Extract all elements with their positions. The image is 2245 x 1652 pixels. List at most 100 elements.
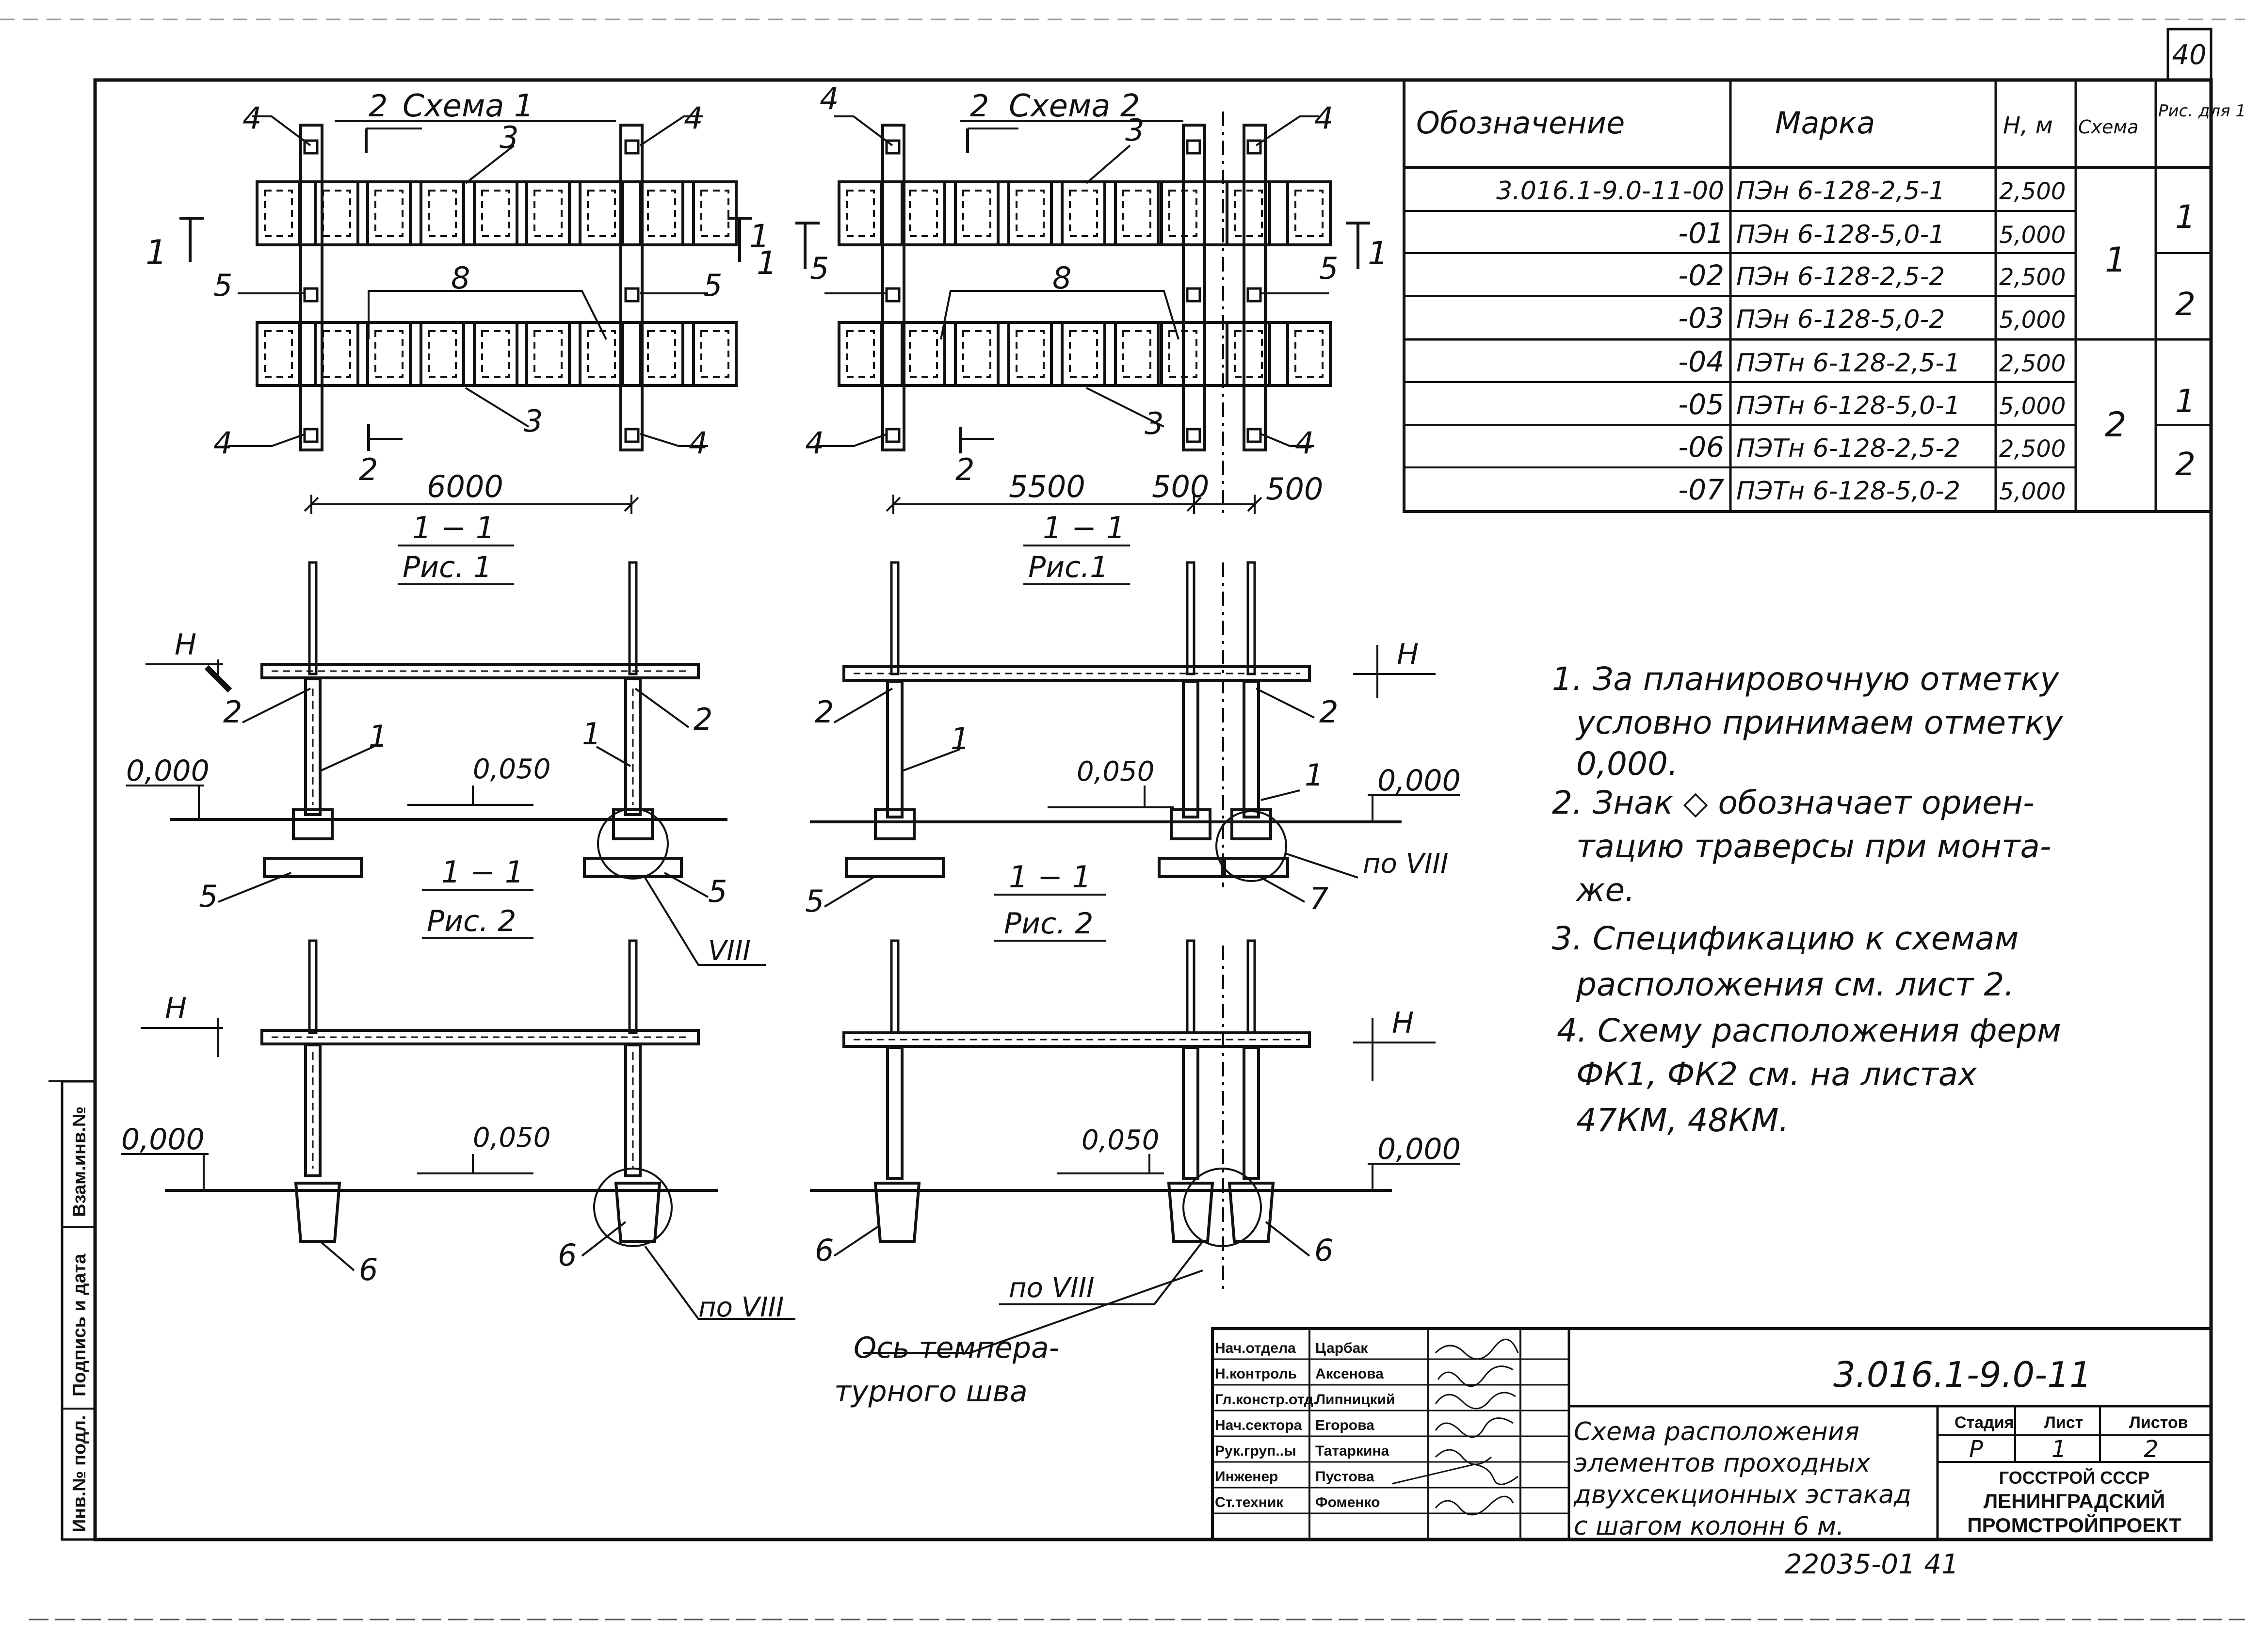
cut-1-left-a: 1 <box>145 233 167 273</box>
callout-2-d: 2 <box>1319 694 1338 730</box>
sheets-value: 2 <box>2144 1436 2159 1463</box>
stage-value: Р <box>1969 1436 1983 1463</box>
fig-group: 2 <box>2175 286 2196 323</box>
row-mark: ПЭн 6-128-5,0-2 <box>1736 305 1945 334</box>
section-right-fig2: H 2 2 1 1 0,050 0,000 5 7 по VIII 1 − 1 … <box>805 561 1461 942</box>
note-line-10: ФК1, ФК2 см. на листах <box>1576 1056 1977 1093</box>
scheme-2-section-a-fig: Рис.1 <box>1028 550 1108 584</box>
scheme-2-span-3: 500 <box>1266 471 1323 507</box>
stamp-inv-podl: Инв.№ подл. <box>69 1415 90 1532</box>
cut-2-bottom-right: 2 <box>955 452 974 487</box>
callout-8-a: 8 <box>451 260 470 296</box>
doc-code: 3.016.1-9.0-11 <box>1833 1354 2092 1395</box>
note-line-11: 47КМ, 48КМ. <box>1576 1102 1789 1139</box>
callout-4-f: 4 <box>1314 100 1333 136</box>
detail-viii-a: VIII <box>708 935 751 967</box>
scheme-1-plan: Схема 1 4 <box>145 88 770 585</box>
fig-group: 1 <box>2175 198 2196 236</box>
level-mark-1: 0,050 <box>473 754 550 785</box>
callout-5-c: 5 <box>810 251 829 286</box>
callout-4-g: 4 <box>805 425 824 461</box>
note-line-8: расположения см. лист 2. <box>1576 966 2015 1003</box>
side-stamp: Инв.№ подл. Подпись и дата Взам.инв.№ <box>48 1080 97 1541</box>
callout-3-b: 3 <box>524 403 543 439</box>
cut-2-bottom-left: 2 <box>359 452 378 487</box>
scheme-2-plan: Схема 2 <box>757 81 1388 585</box>
callout-3-c: 3 <box>1125 112 1144 148</box>
sheet-header: Лист <box>2044 1413 2083 1432</box>
row-h: 5,000 <box>1999 393 2066 420</box>
axis-label-line2: турного шва <box>834 1375 1028 1409</box>
cut-1-right-a: 1 <box>757 244 777 282</box>
scheme-1-section-a-fig: Рис. 1 <box>403 550 492 584</box>
role-title: Н.контроль <box>1215 1366 1297 1382</box>
row-mark: ПЭн 6-128-2,5-1 <box>1736 176 1945 206</box>
row-code: -07 <box>1678 473 1724 506</box>
row-mark: ПЭн 6-128-5,0-1 <box>1736 220 1945 249</box>
col-header-code: Обозначение <box>1416 105 1625 141</box>
stamp-podpis: Подпись и дата <box>69 1253 90 1396</box>
level-h-4: H <box>1392 1006 1414 1040</box>
bottom-number: 22035-01 41 <box>1785 1549 1959 1580</box>
role-person: Липницкий <box>1315 1392 1395 1408</box>
row-code: -01 <box>1678 217 1724 250</box>
scheme-group: 2 <box>2105 405 2127 445</box>
sheet-value: 1 <box>2051 1436 2067 1463</box>
org-line-2: ЛЕНИНГРАДСКИЙ <box>1984 1489 2165 1512</box>
section-left-fig2: H 2 2 1 1 0,000 0,050 5 5 1 − 1 Рис. 2 V… <box>126 561 766 967</box>
fig-group: 2 <box>2175 446 2196 483</box>
scheme-1-title: Схема 1 <box>403 88 534 124</box>
callout-4-b: 4 <box>684 100 703 136</box>
level-zero-2: 0,000 <box>1377 764 1461 798</box>
callout-3-a: 3 <box>500 120 518 155</box>
title-line-2: элементов проходных <box>1574 1449 1871 1478</box>
callout-2-c: 2 <box>815 694 834 730</box>
role-title: Рук.груп..ы <box>1215 1443 1296 1459</box>
callout-7: 7 <box>1309 881 1328 916</box>
level-h-1: H <box>175 628 196 662</box>
note-line-7: 3. Спецификацию к схемам <box>1552 920 2019 957</box>
level-zero-1: 0,000 <box>126 754 210 788</box>
scheme-2-title: Схема 2 <box>1009 88 1140 124</box>
callout-5-d: 5 <box>1319 251 1338 286</box>
callout-4-h: 4 <box>1295 425 1314 461</box>
row-h: 5,000 <box>1999 222 2066 249</box>
note-line-2: условно принимаем отметку <box>1576 704 2063 741</box>
callout-6-c: 6 <box>815 1233 834 1268</box>
col-header-fig: Рис. для 1-1 <box>2158 101 2245 121</box>
callout-5-f: 5 <box>708 874 727 909</box>
callout-6-a: 6 <box>359 1252 378 1287</box>
note-line-6: же. <box>1576 871 1635 909</box>
row-h: 5,000 <box>1999 478 2066 505</box>
scheme-2-span-2: 500 <box>1152 469 1209 504</box>
callout-3-d: 3 <box>1145 406 1163 441</box>
callout-1-d: 1 <box>1305 757 1324 793</box>
title-line-3: двухсекционных эстакад <box>1573 1480 1911 1509</box>
scheme-1-section-a: 1 − 1 <box>412 510 495 545</box>
role-person: Татаркина <box>1315 1443 1389 1459</box>
note-line-5: тацию траверсы при монта- <box>1576 828 2051 865</box>
section-right-b-fig: Рис. 2 <box>1004 907 1093 941</box>
role-person: Аксенова <box>1315 1366 1384 1382</box>
note-line-1: 1. За планировочную отметку <box>1552 660 2059 698</box>
section-left-b-label: 1 − 1 <box>441 854 524 890</box>
sheet-corner-number: 40 <box>2172 39 2206 71</box>
callout-4-c: 4 <box>213 425 232 461</box>
callout-1-c: 1 <box>951 721 969 756</box>
detail-viii-po-c: по VIII <box>1009 1272 1095 1304</box>
row-h: 5,000 <box>1999 306 2066 334</box>
col-header-mark: Марка <box>1775 105 1875 141</box>
org-line-3: ПРОМСТРОЙПРОЕКТ <box>1967 1513 2181 1537</box>
role-title: Гл.констр.отд. <box>1215 1392 1317 1408</box>
row-code: -06 <box>1678 431 1724 464</box>
cut-1-left-b: 1 <box>749 218 770 255</box>
level-mark-2: 0,050 <box>1077 756 1154 787</box>
row-code: 3.016.1-9.0-11-00 <box>1496 176 1724 206</box>
level-mark-4: 0,050 <box>1082 1124 1159 1156</box>
section-left-b-fig: Рис. 2 <box>427 904 516 938</box>
note-line-4: 2. Знак ◇ обозначает ориен- <box>1552 784 2035 821</box>
level-h-3: H <box>165 992 187 1026</box>
fig-group: 1 <box>2175 383 2196 420</box>
row-h: 2,500 <box>1999 435 2066 463</box>
